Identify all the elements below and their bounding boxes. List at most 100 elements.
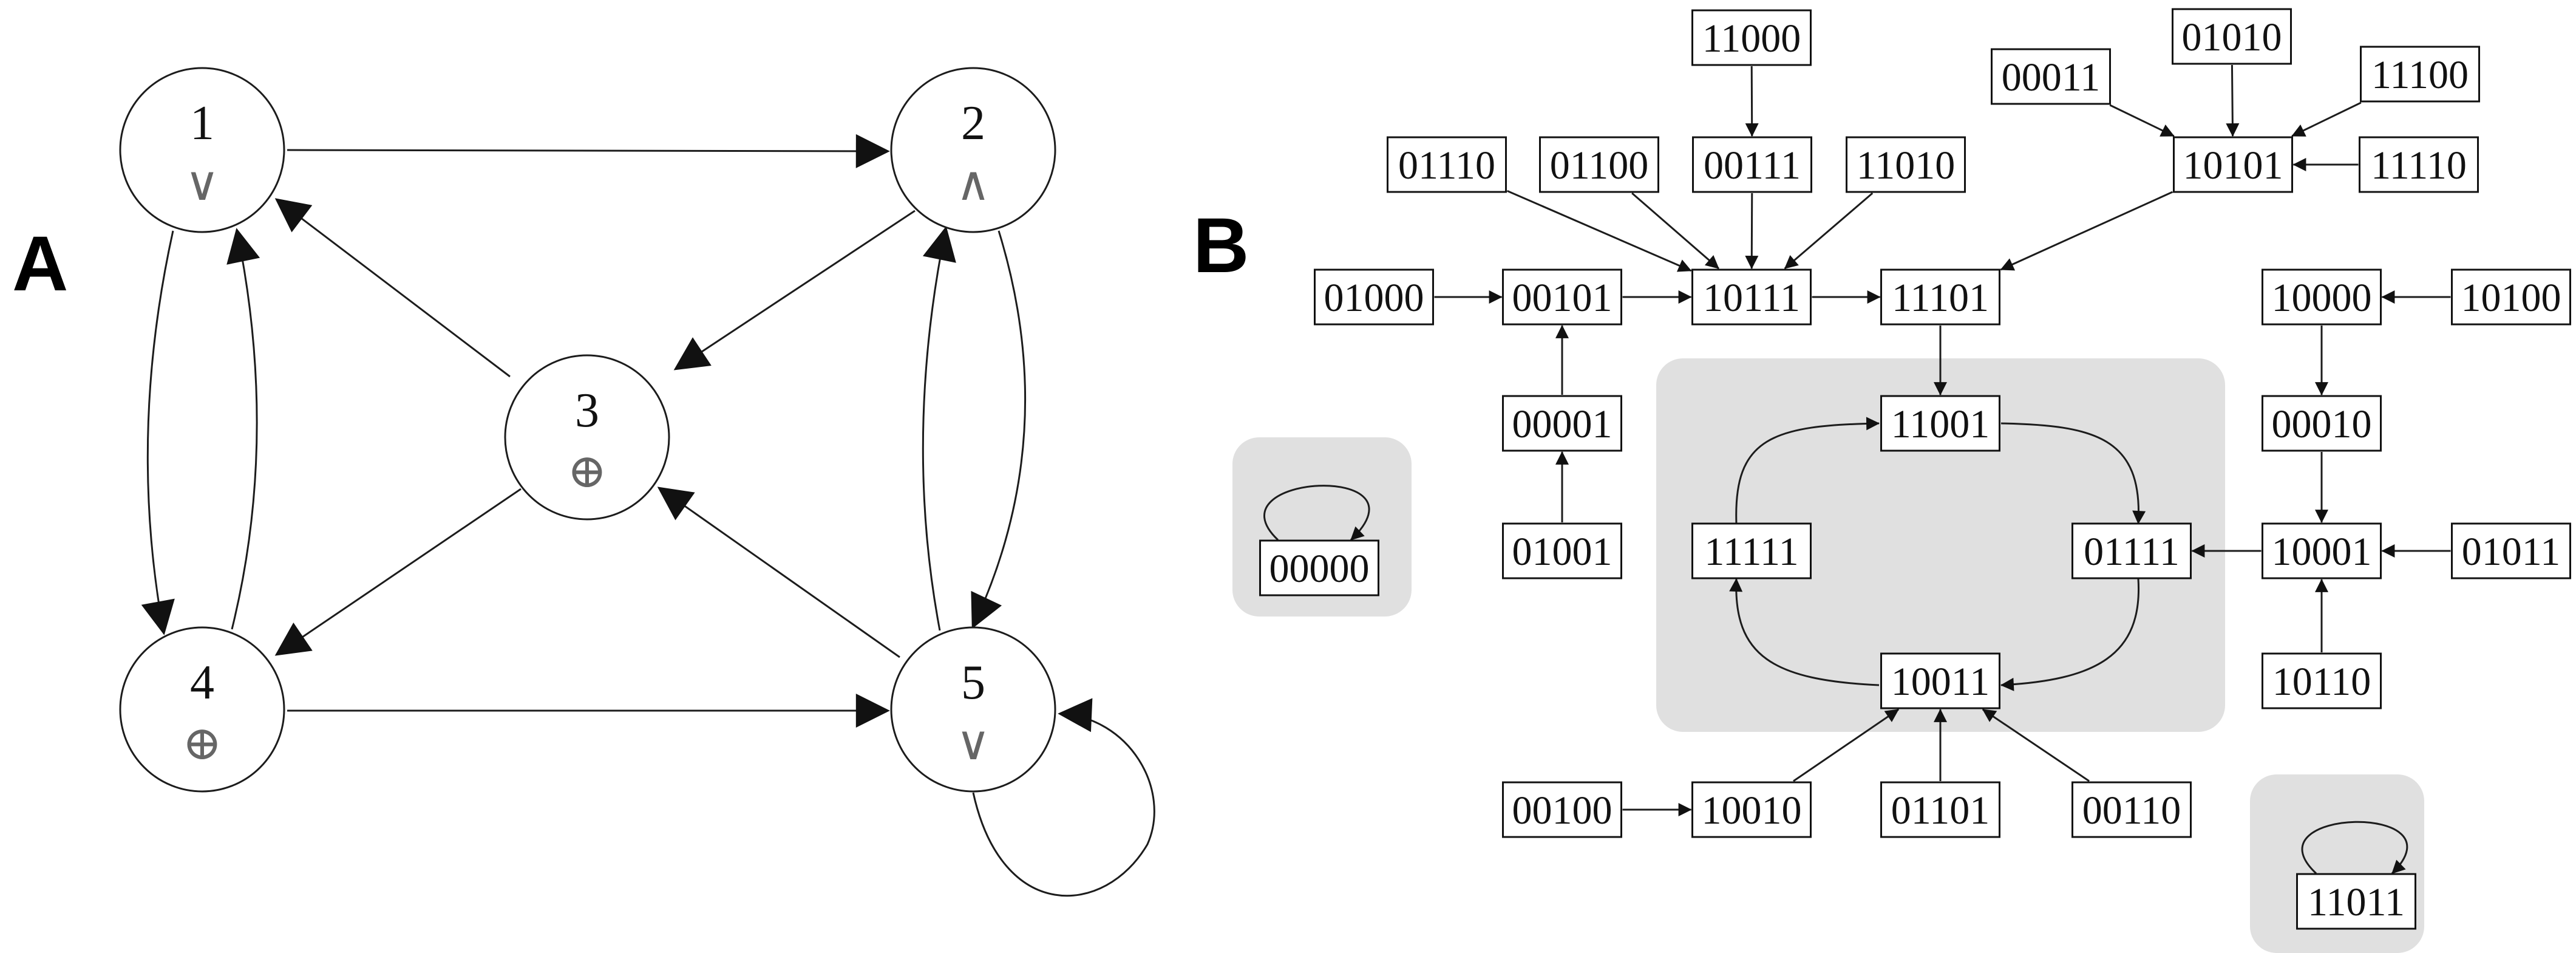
state-box — [1691, 268, 1812, 326]
state-label: 10111 — [1703, 276, 1800, 320]
node-label: 5 — [961, 656, 985, 709]
state-box — [2262, 395, 2382, 452]
network-node-1: 1∨ — [119, 67, 285, 233]
state-box — [1880, 652, 2000, 709]
state-label: 00011 — [2002, 55, 2101, 100]
state-box — [1691, 522, 1812, 579]
state-box — [2071, 781, 2192, 838]
node-circle — [890, 67, 1056, 233]
state-label: 10010 — [1702, 788, 1802, 833]
network-diagram: 1∨2∧3⊕4⊕5∨ — [119, 67, 1155, 897]
state-10000: 10000 — [2262, 268, 2382, 326]
state-box — [2173, 136, 2293, 193]
state-01100: 01100 — [1539, 136, 1659, 193]
state-label: 01000 — [1324, 276, 1424, 320]
transition-11001-to-01111 — [2000, 422, 2146, 525]
node-operator: ∨ — [185, 157, 219, 210]
state-box — [2071, 522, 2192, 579]
state-10101: 10101 — [2173, 136, 2293, 193]
node-circle — [504, 354, 670, 521]
state-label: 10000 — [2272, 276, 2372, 320]
state-label: 01111 — [2084, 530, 2180, 574]
network-edges — [141, 134, 1155, 897]
node-operator: ⊕ — [567, 445, 607, 497]
network-node-3: 3⊕ — [504, 354, 670, 521]
state-box — [1502, 781, 1622, 838]
state-box — [2359, 136, 2479, 193]
state-11110: 11110 — [2359, 136, 2479, 193]
state-label: 00101 — [1512, 276, 1613, 320]
edge-5-to-3 — [657, 487, 900, 658]
state-box — [1691, 781, 1812, 838]
state-box — [1259, 539, 1379, 596]
state-box — [1502, 522, 1622, 579]
state-label: 10110 — [2272, 660, 2371, 704]
edge-5-to-2 — [922, 226, 956, 631]
state-00001: 00001 — [1502, 395, 1622, 452]
node-circle — [119, 626, 285, 793]
state-01001: 01001 — [1502, 522, 1622, 579]
state-label: 11101 — [1892, 276, 1989, 320]
edge-2-to-3 — [673, 210, 916, 371]
node-operator: ∧ — [956, 157, 990, 210]
state-box — [2262, 522, 2382, 579]
state-00101: 00101 — [1502, 268, 1622, 326]
transition-00110-to-10011 — [1982, 708, 2090, 782]
edge-4-to-1 — [226, 228, 260, 630]
state-box — [2360, 46, 2480, 103]
transition-11010-to-10111 — [1784, 192, 1874, 270]
state-label: 11110 — [2371, 143, 2467, 188]
state-box — [2262, 268, 2382, 326]
transition-10010-to-10011 — [1793, 708, 1899, 782]
transition-11100-to-10101 — [2291, 101, 2362, 137]
state-label: 01101 — [1891, 788, 1990, 833]
state-transitions — [1263, 64, 2451, 875]
state-00100: 00100 — [1502, 781, 1622, 838]
state-box — [1387, 136, 1507, 193]
transition-01100-to-10111 — [1631, 192, 1719, 270]
transition-00000-to-00000 — [1263, 485, 1370, 541]
state-label: 11011 — [2308, 880, 2405, 924]
state-00010: 00010 — [2262, 395, 2382, 452]
state-label: 00010 — [2272, 402, 2372, 446]
state-label: 11111 — [1704, 530, 1798, 574]
state-label: 01011 — [2462, 530, 2561, 574]
state-label: 01010 — [2182, 15, 2282, 60]
state-10111: 10111 — [1691, 268, 1812, 326]
state-00110: 00110 — [2071, 781, 2192, 838]
edge-5-to-5 — [972, 698, 1155, 897]
state-box — [2451, 522, 2571, 579]
state-label: 11100 — [2371, 53, 2469, 97]
attractor-region-2 — [1656, 358, 2225, 732]
edge-2-to-5 — [971, 230, 1027, 629]
state-10100: 10100 — [2451, 268, 2571, 326]
state-label: 00110 — [2082, 788, 2181, 833]
network-nodes: 1∨2∧3⊕4⊕5∨ — [119, 67, 1056, 793]
state-label: 11010 — [1857, 143, 1956, 188]
state-00111: 00111 — [1692, 136, 1812, 193]
edge-1-to-2 — [287, 134, 890, 168]
state-11100: 11100 — [2360, 46, 2480, 103]
edge-3-to-1 — [274, 198, 511, 378]
state-01011: 01011 — [2451, 522, 2571, 579]
node-label: 2 — [961, 97, 985, 150]
state-11000: 11000 — [1691, 9, 1812, 66]
state-00000: 00000 — [1259, 539, 1379, 596]
state-01111: 01111 — [2071, 522, 2192, 579]
state-label: 01110 — [1398, 143, 1495, 188]
transition-01111-to-10011 — [2000, 578, 2140, 691]
state-11010: 11010 — [1846, 136, 1966, 193]
state-transition-graph: 11000 00011 01010 11100 01110 01100 00111 11010… — [1232, 8, 2571, 953]
edge-3-to-4 — [274, 488, 522, 656]
network-node-5: 5∨ — [890, 626, 1056, 793]
state-box — [1691, 9, 1812, 66]
state-box — [2451, 268, 2571, 326]
state-box — [2262, 652, 2382, 709]
state-10110: 10110 — [2262, 652, 2382, 709]
network-node-4: 4⊕ — [119, 626, 285, 793]
state-box — [1880, 781, 2000, 838]
transition-10011-to-11111 — [1729, 578, 1880, 686]
attractor-regions — [1232, 358, 2424, 953]
state-label: 01100 — [1550, 143, 1649, 188]
state-10011: 10011 — [1880, 652, 2000, 709]
